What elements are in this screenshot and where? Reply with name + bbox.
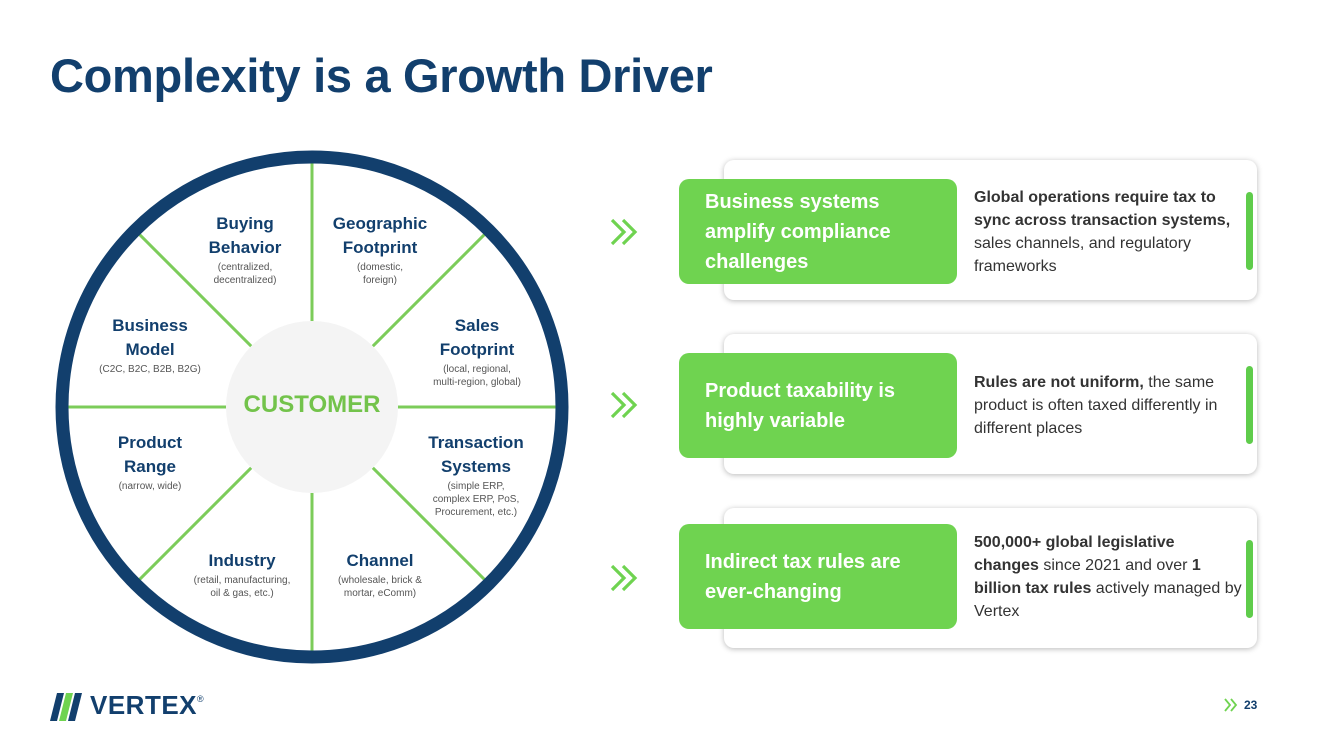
segment-detail: (centralized,decentralized) xyxy=(213,262,277,286)
segment-detail: (C2C, B2C, B2B, B2G) xyxy=(99,364,201,375)
driver-heading: Product taxability is highly variable xyxy=(705,379,896,432)
card-accent-bar xyxy=(1246,366,1253,444)
page-number: 23 xyxy=(1224,698,1257,712)
page-number-text: 23 xyxy=(1244,698,1258,712)
vertex-logo-icon xyxy=(50,692,82,721)
wheel-spoke xyxy=(371,466,488,583)
card-accent-bar xyxy=(1246,192,1253,270)
driver-description-text: the same product is often taxed differen… xyxy=(974,374,1218,437)
driver-description: 500,000+ global legislative changes sinc… xyxy=(974,531,1242,623)
segment-detail: (wholesale, brick &mortar, eComm) xyxy=(338,575,422,599)
chevron-double-right-icon xyxy=(1224,698,1238,712)
chevron-double-right-icon xyxy=(610,391,638,419)
registered-mark: ® xyxy=(197,694,204,704)
driver-description: Global operations require tax to sync ac… xyxy=(974,186,1242,278)
driver-description: Rules are not uniform, the same product … xyxy=(974,371,1242,440)
driver-description-text: since 2021 and over xyxy=(1038,557,1192,574)
brand-name: VERTEX xyxy=(90,690,198,720)
driver-description-bold: Global operations require tax to sync ac… xyxy=(974,189,1231,229)
customer-wheel xyxy=(55,150,569,664)
segment-detail: (narrow, wide) xyxy=(118,481,182,492)
driver-description-bold: 500,000+ global legislative changes xyxy=(974,534,1175,574)
driver-heading: Business systems amplify compliance chal… xyxy=(705,190,891,273)
segment-industry: Industry (retail, manufacturing,oil & ga… xyxy=(177,549,307,600)
segment-name: Industry xyxy=(208,551,276,570)
segment-detail: (simple ERP,complex ERP, PoS,Procurement… xyxy=(432,481,520,518)
wheel-outer-ring xyxy=(55,150,569,664)
driver-description-text: sales channels, and regulatory framework… xyxy=(974,235,1192,275)
driver-description-bold: Rules are not uniform, xyxy=(974,374,1144,391)
segment-channel: Channel (wholesale, brick &mortar, eComm… xyxy=(320,549,440,600)
wheel-spoke xyxy=(371,231,488,348)
chevron-double-right-icon xyxy=(610,564,638,592)
chevron-double-right-icon xyxy=(610,218,638,246)
segment-detail: (local, regional,multi-region, global) xyxy=(433,364,521,388)
segment-detail: (retail, manufacturing,oil & gas, etc.) xyxy=(193,575,291,599)
segment-detail: (domestic,foreign) xyxy=(356,262,404,286)
driver-heading-pill: Product taxability is highly variable xyxy=(679,353,957,458)
wheel-spoke xyxy=(136,231,253,348)
wheel-center-circle xyxy=(226,321,398,493)
driver-heading: Indirect tax rules are ever-changing xyxy=(705,550,901,603)
wheel-center-label: CUSTOMER xyxy=(243,391,381,418)
driver-description-bold: 1 billion tax rules xyxy=(974,557,1201,597)
card-accent-bar xyxy=(1246,540,1253,618)
wheel-spoke xyxy=(136,466,253,583)
driver-heading-pill: Business systems amplify compliance chal… xyxy=(679,179,957,284)
page-title: Complexity is a Growth Driver xyxy=(50,49,713,102)
segment-name: Channel xyxy=(346,551,414,570)
wheel-spokes xyxy=(65,160,559,654)
driver-description-text: actively managed by Vertex xyxy=(974,580,1242,620)
vertex-logo: VERTEX ® xyxy=(50,690,204,721)
driver-heading-pill: Indirect tax rules are ever-changing xyxy=(679,524,957,629)
